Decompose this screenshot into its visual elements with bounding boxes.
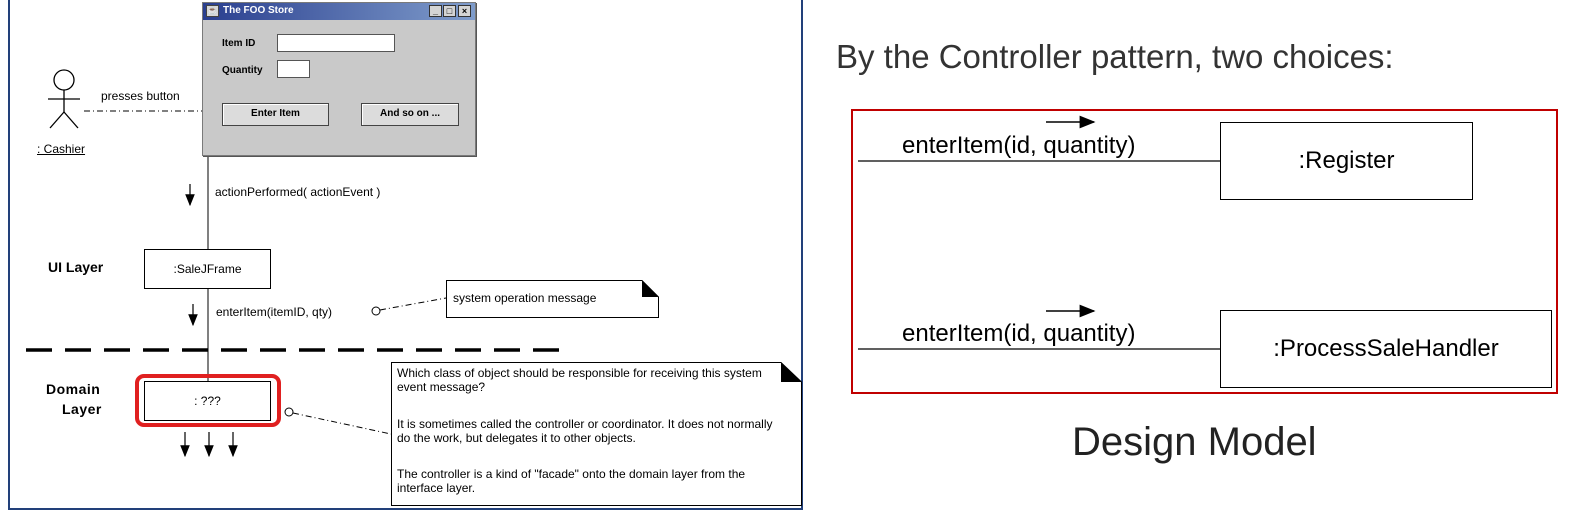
system-operation-note-text: system operation message — [453, 291, 597, 305]
note-paragraph-3: The controller is a kind of "facade" ont… — [397, 467, 746, 495]
register-message: enterItem(id, quantity) — [902, 132, 1136, 159]
foo-store-window: ☕ The FOO Store _ □ × Item ID Quantity E… — [202, 2, 476, 156]
cashier-label: : Cashier — [37, 142, 86, 156]
and-so-on-button[interactable]: And so on ... — [361, 103, 459, 126]
action-performed-message: actionPerformed( actionEvent ) — [215, 185, 381, 199]
enter-item-message: enterItem(itemID, qty) — [216, 305, 333, 319]
note-shape-large — [391, 362, 802, 506]
domain-layer-label-line2: Layer — [62, 401, 102, 417]
item-id-field[interactable] — [277, 34, 395, 52]
minimize-icon[interactable]: _ — [429, 5, 442, 17]
design-model-caption: Design Model — [1072, 420, 1317, 464]
unknown-controller-object: : ??? — [144, 381, 271, 421]
note-shape — [446, 280, 659, 318]
controller-choices-frame — [851, 109, 1558, 394]
controller-highlight — [135, 374, 281, 427]
left-diagram-panel — [8, 0, 803, 510]
item-id-label: Item ID — [222, 38, 256, 49]
close-icon[interactable]: × — [458, 5, 471, 17]
controller-explanation-note: Which class of object should be responsi… — [391, 362, 802, 506]
ui-layer-label: UI Layer — [48, 259, 104, 275]
system-operation-note: system operation message — [446, 280, 659, 318]
note-paragraph-1: Which class of object should be responsi… — [397, 366, 762, 394]
note-paragraph-2: It is sometimes called the controller or… — [397, 417, 773, 445]
enter-item-button[interactable]: Enter Item — [222, 103, 329, 126]
sale-jframe-object: :SaleJFrame — [144, 249, 271, 289]
maximize-icon[interactable]: □ — [443, 5, 456, 17]
quantity-field[interactable] — [277, 60, 310, 78]
quantity-label: Quantity — [222, 65, 263, 76]
window-titlebar: ☕ The FOO Store _ □ × — [203, 3, 475, 20]
domain-layer-label-line1: Domain — [46, 381, 101, 397]
window-title: The FOO Store — [223, 5, 294, 16]
controller-pattern-heading: By the Controller pattern, two choices: — [836, 38, 1394, 75]
handler-message: enterItem(id, quantity) — [902, 320, 1136, 347]
process-sale-handler-object: :ProcessSaleHandler — [1220, 310, 1552, 388]
presses-button-label: presses button — [101, 89, 180, 103]
register-object: :Register — [1220, 122, 1473, 200]
java-app-icon: ☕ — [206, 5, 219, 17]
